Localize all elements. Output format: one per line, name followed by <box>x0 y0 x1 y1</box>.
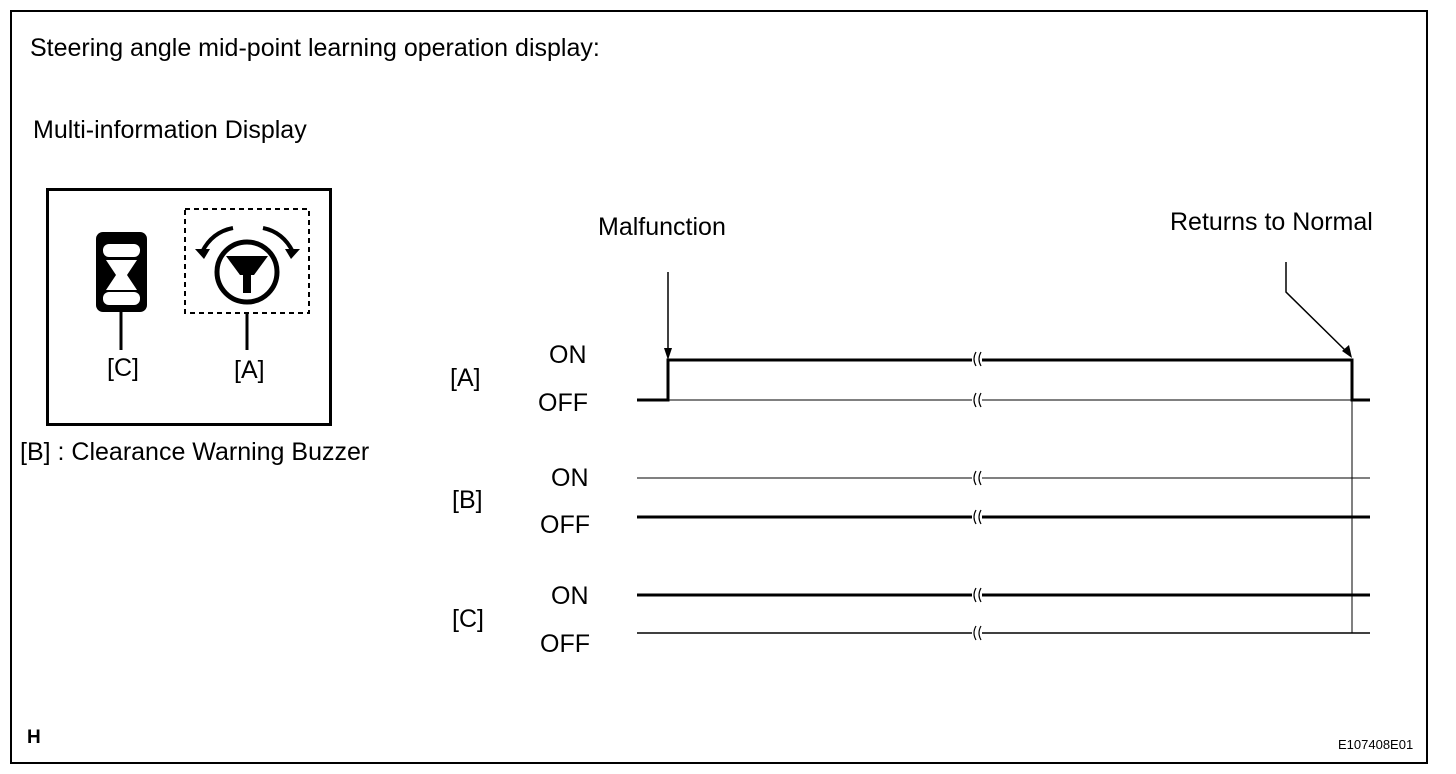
steering-wheel-icon <box>214 239 280 305</box>
figure-code: E107408E01 <box>1338 737 1414 752</box>
signal-c-on-label: ON <box>551 582 589 610</box>
clearance-warning-icon <box>96 232 147 312</box>
signal-b-off-label: OFF <box>540 511 590 539</box>
event-end-label: Returns to Normal <box>1170 208 1373 236</box>
corner-letter: H <box>27 727 41 748</box>
display-label-c: [C] <box>107 354 139 382</box>
multi-information-display-panel <box>46 188 332 426</box>
signal-label-b: [B] <box>452 486 483 514</box>
rotation-arrows-icon <box>195 226 300 259</box>
buzzer-note: [B] : Clearance Warning Buzzer <box>20 438 370 466</box>
signal-a-off-label: OFF <box>538 389 588 417</box>
diagram-frame <box>10 10 1428 764</box>
display-label-a: [A] <box>234 356 265 384</box>
signal-b-on-label: ON <box>551 464 589 492</box>
signal-a-on-label: ON <box>549 341 587 369</box>
event-start-label: Malfunction <box>598 213 726 241</box>
signal-label-c: [C] <box>452 605 484 633</box>
signal-label-a: [A] <box>450 364 481 392</box>
display-subtitle: Multi-information Display <box>33 116 307 144</box>
signal-c-off-label: OFF <box>540 630 590 658</box>
diagram-title: Steering angle mid-point learning operat… <box>30 34 600 62</box>
time-break-marks <box>972 351 982 641</box>
